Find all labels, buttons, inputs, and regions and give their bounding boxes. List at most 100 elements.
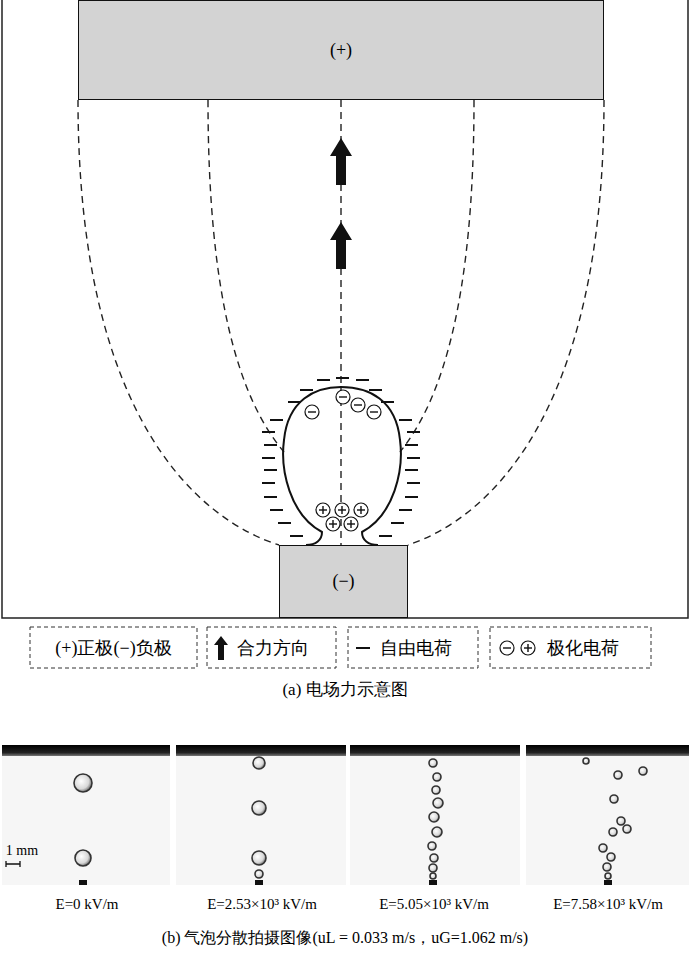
bubble (428, 842, 436, 850)
charge-sign (308, 411, 316, 412)
charge-sign (370, 411, 378, 412)
force-arrow (330, 222, 352, 269)
force-arrow (330, 138, 352, 185)
bubble-photo (2, 745, 170, 885)
free-charge (405, 496, 418, 498)
field-strength-label: E=5.05×10³ kV/m (379, 896, 489, 913)
legend-text: 极化电荷 (547, 638, 619, 659)
nozzle (429, 880, 437, 885)
field-line (78, 100, 279, 545)
charge-sign (332, 520, 333, 528)
free-charge (300, 389, 313, 391)
positive-polarization-charge (316, 503, 330, 517)
bubble (429, 864, 437, 872)
free-charge (264, 496, 277, 498)
free-charge (399, 419, 412, 421)
free-charge (262, 482, 275, 484)
free-charge (264, 469, 277, 471)
bubble (429, 812, 439, 822)
free-charge (407, 431, 420, 433)
panel-caption: (a) 电场力示意图 (282, 680, 407, 700)
bubble (614, 771, 622, 779)
charge-circle (367, 405, 381, 419)
negative-polarization-charge (336, 390, 350, 404)
free-charge (379, 535, 392, 537)
charge-circle (344, 517, 358, 531)
top-electrode-image (176, 745, 346, 756)
panel-frame (2, 0, 688, 618)
scale-bar (6, 861, 20, 867)
free-charge (262, 431, 275, 433)
top-electrode-image (526, 745, 689, 756)
field-line (408, 100, 604, 545)
bubble (607, 853, 615, 861)
free-charge (381, 401, 394, 403)
legend-box (490, 627, 651, 668)
charge-sign (350, 520, 351, 528)
charge-circle (336, 390, 350, 404)
legend-text: (+)正极(−)负极 (55, 638, 171, 659)
positive-polarization-charge (344, 517, 358, 531)
charge-circle (521, 641, 535, 655)
bubble (74, 774, 92, 792)
bubble (610, 795, 618, 803)
free-charge (270, 509, 283, 511)
free-charge (405, 469, 418, 471)
electrode-label: (+) (330, 40, 352, 61)
bubble (430, 873, 436, 879)
bubble-outline (283, 387, 401, 545)
bubble (430, 854, 438, 862)
charge-sign (322, 506, 323, 514)
free-charge (356, 379, 369, 381)
bubble-photo (350, 745, 520, 885)
charge-sign (354, 404, 362, 405)
bubble (623, 825, 631, 833)
field-strength-label: E=0 kV/m (55, 896, 118, 913)
legend-dash-sample (356, 647, 370, 649)
bubble (433, 798, 443, 808)
free-charge (399, 509, 412, 511)
negative-polarization-charge (367, 405, 381, 419)
legend-text: 自由电荷 (380, 638, 452, 659)
nozzle (79, 880, 87, 885)
bubble (605, 873, 611, 879)
bubble (252, 851, 266, 865)
free-charge (405, 444, 418, 446)
bubble (433, 773, 441, 781)
figure-caption: (b) 气泡分散拍摄图像(uL = 0.033 m/s，uG=1.062 m/s… (162, 929, 528, 947)
bubble (429, 759, 437, 767)
bubble-photo (176, 745, 346, 885)
bubble (583, 758, 589, 764)
bubble (432, 827, 442, 837)
bubble (75, 850, 91, 866)
bubble (609, 828, 617, 836)
charge-sign (503, 647, 511, 648)
legend-box (207, 627, 336, 668)
free-charge (264, 444, 277, 446)
charge-circle (354, 503, 368, 517)
legend-negative-charge-sample (500, 641, 514, 655)
free-charge (336, 377, 349, 379)
field-line (340, 387, 341, 545)
free-charge (290, 535, 303, 537)
positive-polarization-charge (335, 503, 349, 517)
free-charge (262, 457, 275, 459)
charge-sign (527, 644, 528, 652)
negative-polarization-charge (305, 405, 319, 419)
field-line (208, 100, 284, 452)
free-charge (391, 522, 404, 524)
field-strength-label: E=2.53×10³ kV/m (207, 896, 317, 913)
legend-arrow-sample (214, 636, 228, 660)
free-charge (369, 389, 382, 391)
free-charge (317, 379, 330, 381)
top-electrode-image (2, 745, 170, 756)
charge-circle (305, 405, 319, 419)
bubble-photo (526, 745, 689, 885)
electrode: (−) (279, 545, 408, 618)
scale-label: 1 mm (6, 843, 38, 859)
charge-sign (339, 396, 347, 397)
legend-box (30, 627, 197, 668)
charge-sign (341, 506, 342, 514)
